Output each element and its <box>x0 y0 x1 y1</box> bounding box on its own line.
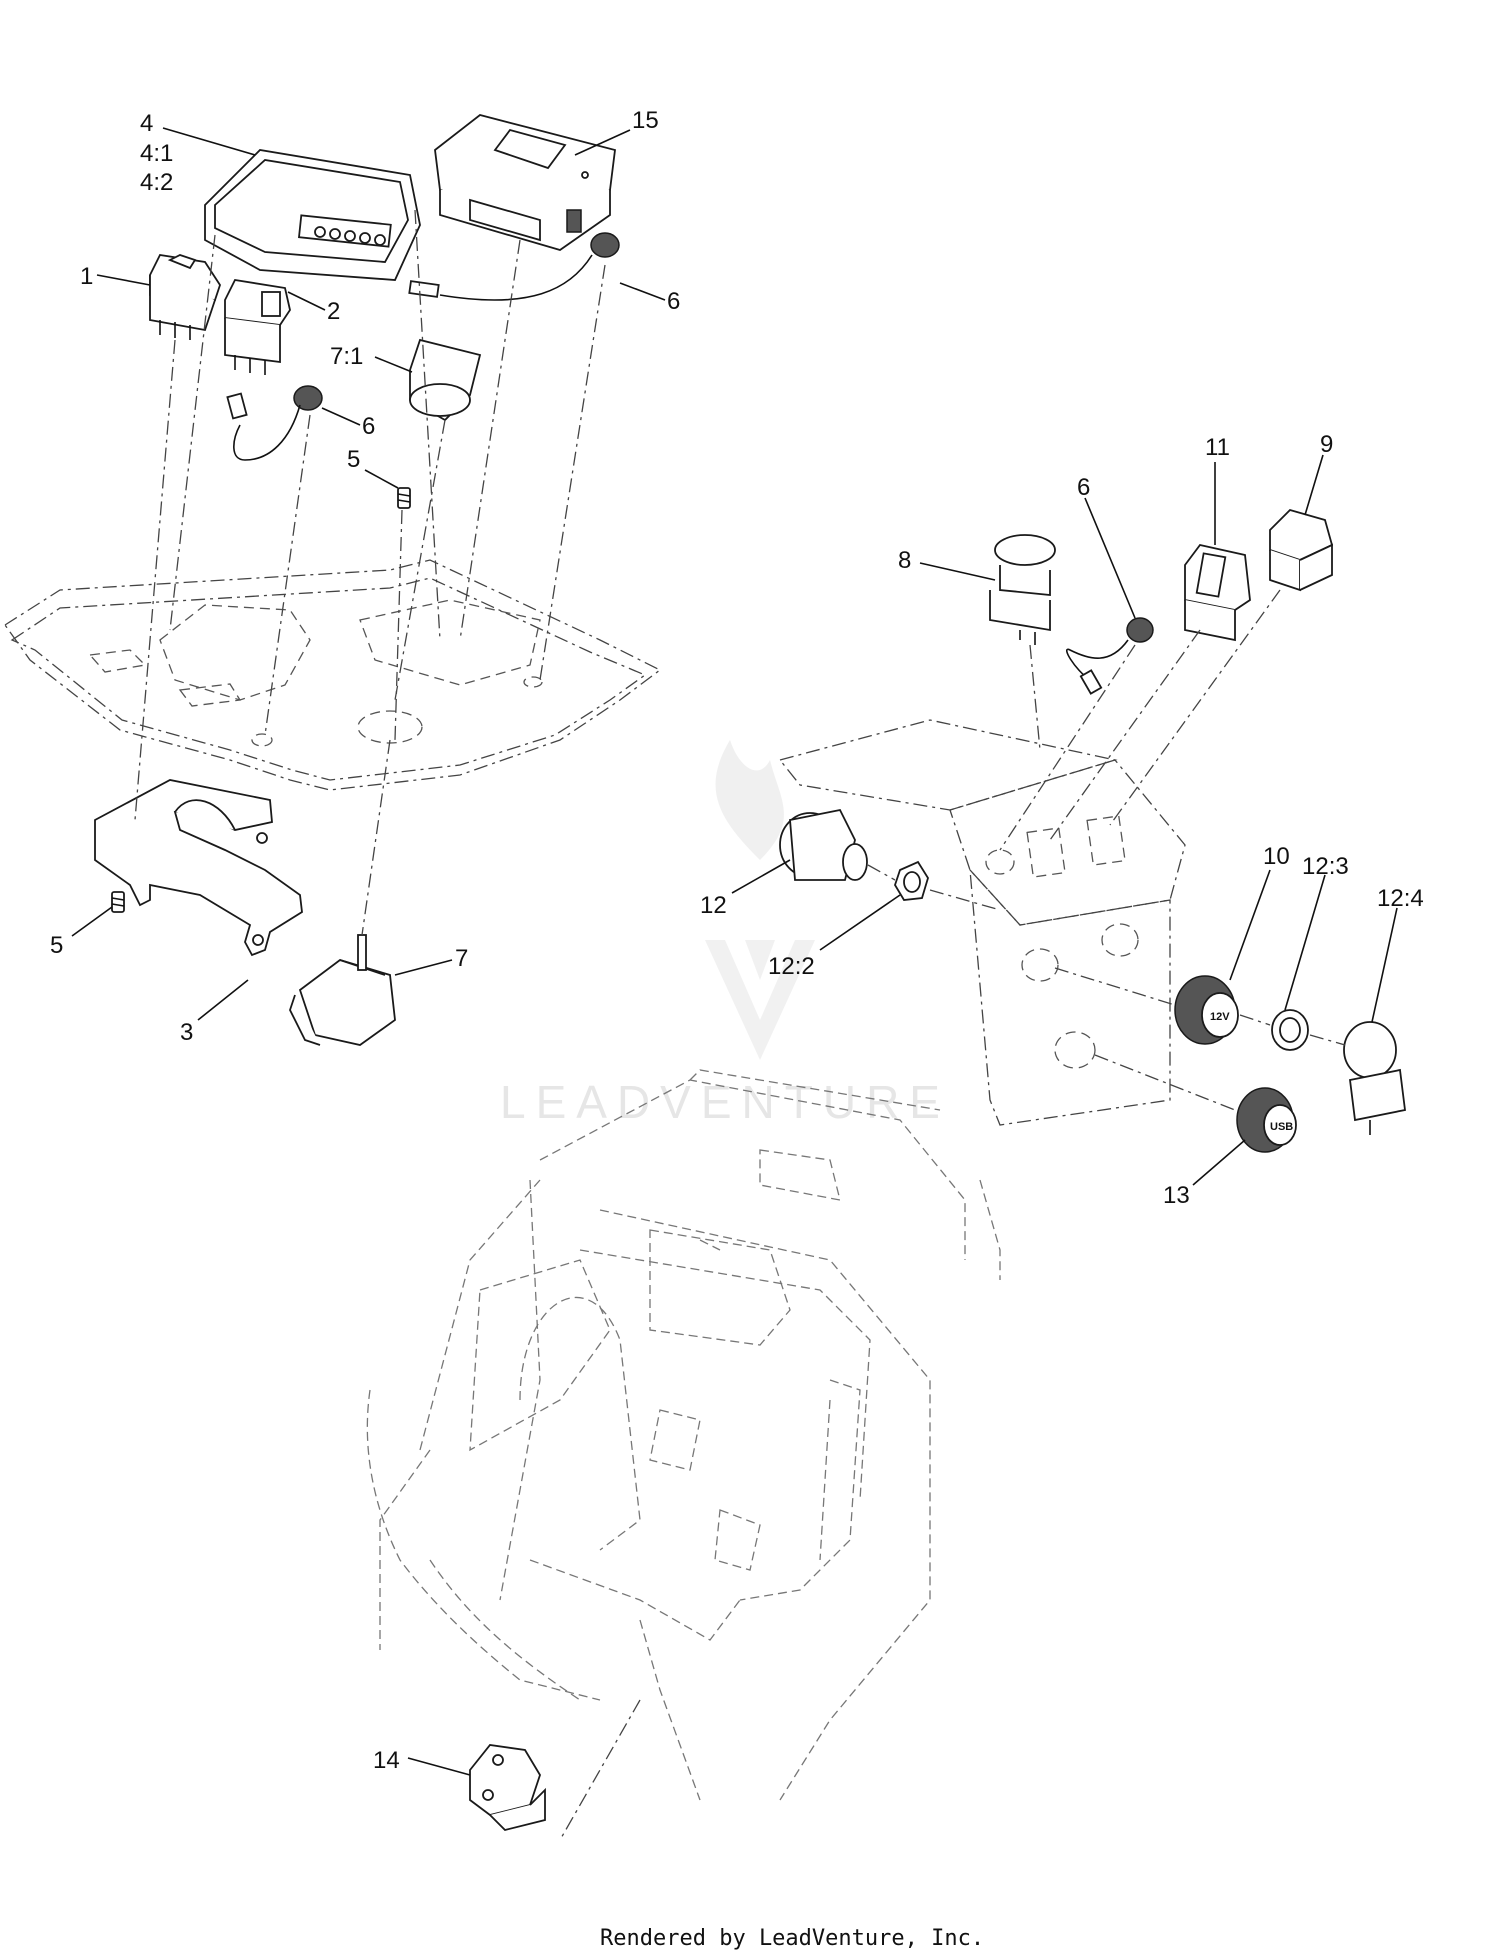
callout-leaders <box>71 127 1398 1776</box>
throttle-control-module <box>289 934 396 1046</box>
chassis-ghost-outline <box>366 1069 1001 1841</box>
callout-11: 11 <box>1205 434 1230 461</box>
callout-6-top: 6 <box>667 288 680 315</box>
right-dash-panel <box>778 719 1186 1126</box>
display-module <box>204 149 421 281</box>
watermark-text: LEADVENTURE <box>500 1076 950 1128</box>
indicator-light-right <box>408 232 620 301</box>
callout-5-lower: 5 <box>50 932 63 959</box>
callout-12-3: 12:3 <box>1302 853 1349 880</box>
left-console-panel <box>4 559 662 791</box>
outlet-cap <box>1343 1021 1406 1135</box>
assembly-leaders-left <box>134 209 606 936</box>
socket-12v-label: 12V <box>1210 1011 1230 1023</box>
callout-8: 8 <box>898 547 911 574</box>
footer-credit: Rendered by LeadVenture, Inc. <box>600 1926 984 1951</box>
rocker-switch-11 <box>1184 543 1251 642</box>
callout-12-4: 12:4 <box>1377 885 1424 912</box>
watermark-logo <box>705 740 815 1060</box>
callout-15: 15 <box>632 107 659 134</box>
retaining-ring <box>1271 1009 1309 1051</box>
screw-lower <box>111 891 125 913</box>
callout-9: 9 <box>1320 431 1333 458</box>
throttle-knob <box>409 338 482 422</box>
socket-usb-label: USB <box>1270 1121 1293 1133</box>
callout-1: 1 <box>80 263 93 290</box>
callout-4-1: 4:1 <box>140 140 173 167</box>
assembly-leaders-right <box>867 589 1346 1111</box>
callout-13: 13 <box>1163 1182 1190 1209</box>
rocker-switch-2 <box>224 279 291 375</box>
callout-10: 10 <box>1263 843 1290 870</box>
light-switch <box>469 1744 546 1831</box>
power-outlet-body <box>779 808 868 881</box>
indicator-light-dash <box>1065 617 1154 695</box>
callout-14: 14 <box>373 1747 400 1774</box>
callout-4-2: 4:2 <box>140 169 173 196</box>
callout-5-upper: 5 <box>347 446 360 473</box>
pto-switch <box>989 534 1056 645</box>
callout-12-2: 12:2 <box>768 953 815 980</box>
callout-7: 7 <box>455 945 468 972</box>
callout-6-left: 6 <box>362 413 375 440</box>
callout-6-dash: 6 <box>1077 474 1090 501</box>
callout-3: 3 <box>180 1019 193 1046</box>
hex-nut <box>894 860 929 901</box>
rocker-switch-9 <box>1269 508 1334 592</box>
callout-7-1: 7:1 <box>330 343 363 370</box>
power-socket: 12V <box>1174 975 1239 1045</box>
rocker-switch-1 <box>149 254 221 340</box>
indicator-light-left <box>226 385 323 461</box>
callout-4: 4 <box>140 110 153 137</box>
callout-labels: 4 4:1 4:2 15 1 2 6 7:1 6 5 5 3 7 11 9 6 … <box>50 107 1424 1774</box>
callout-2: 2 <box>327 298 340 325</box>
screw-upper <box>397 487 411 509</box>
usb-socket: USB <box>1236 1087 1297 1153</box>
display-module-alt <box>434 114 616 251</box>
mounting-bracket <box>94 779 303 957</box>
callout-12: 12 <box>700 892 727 919</box>
